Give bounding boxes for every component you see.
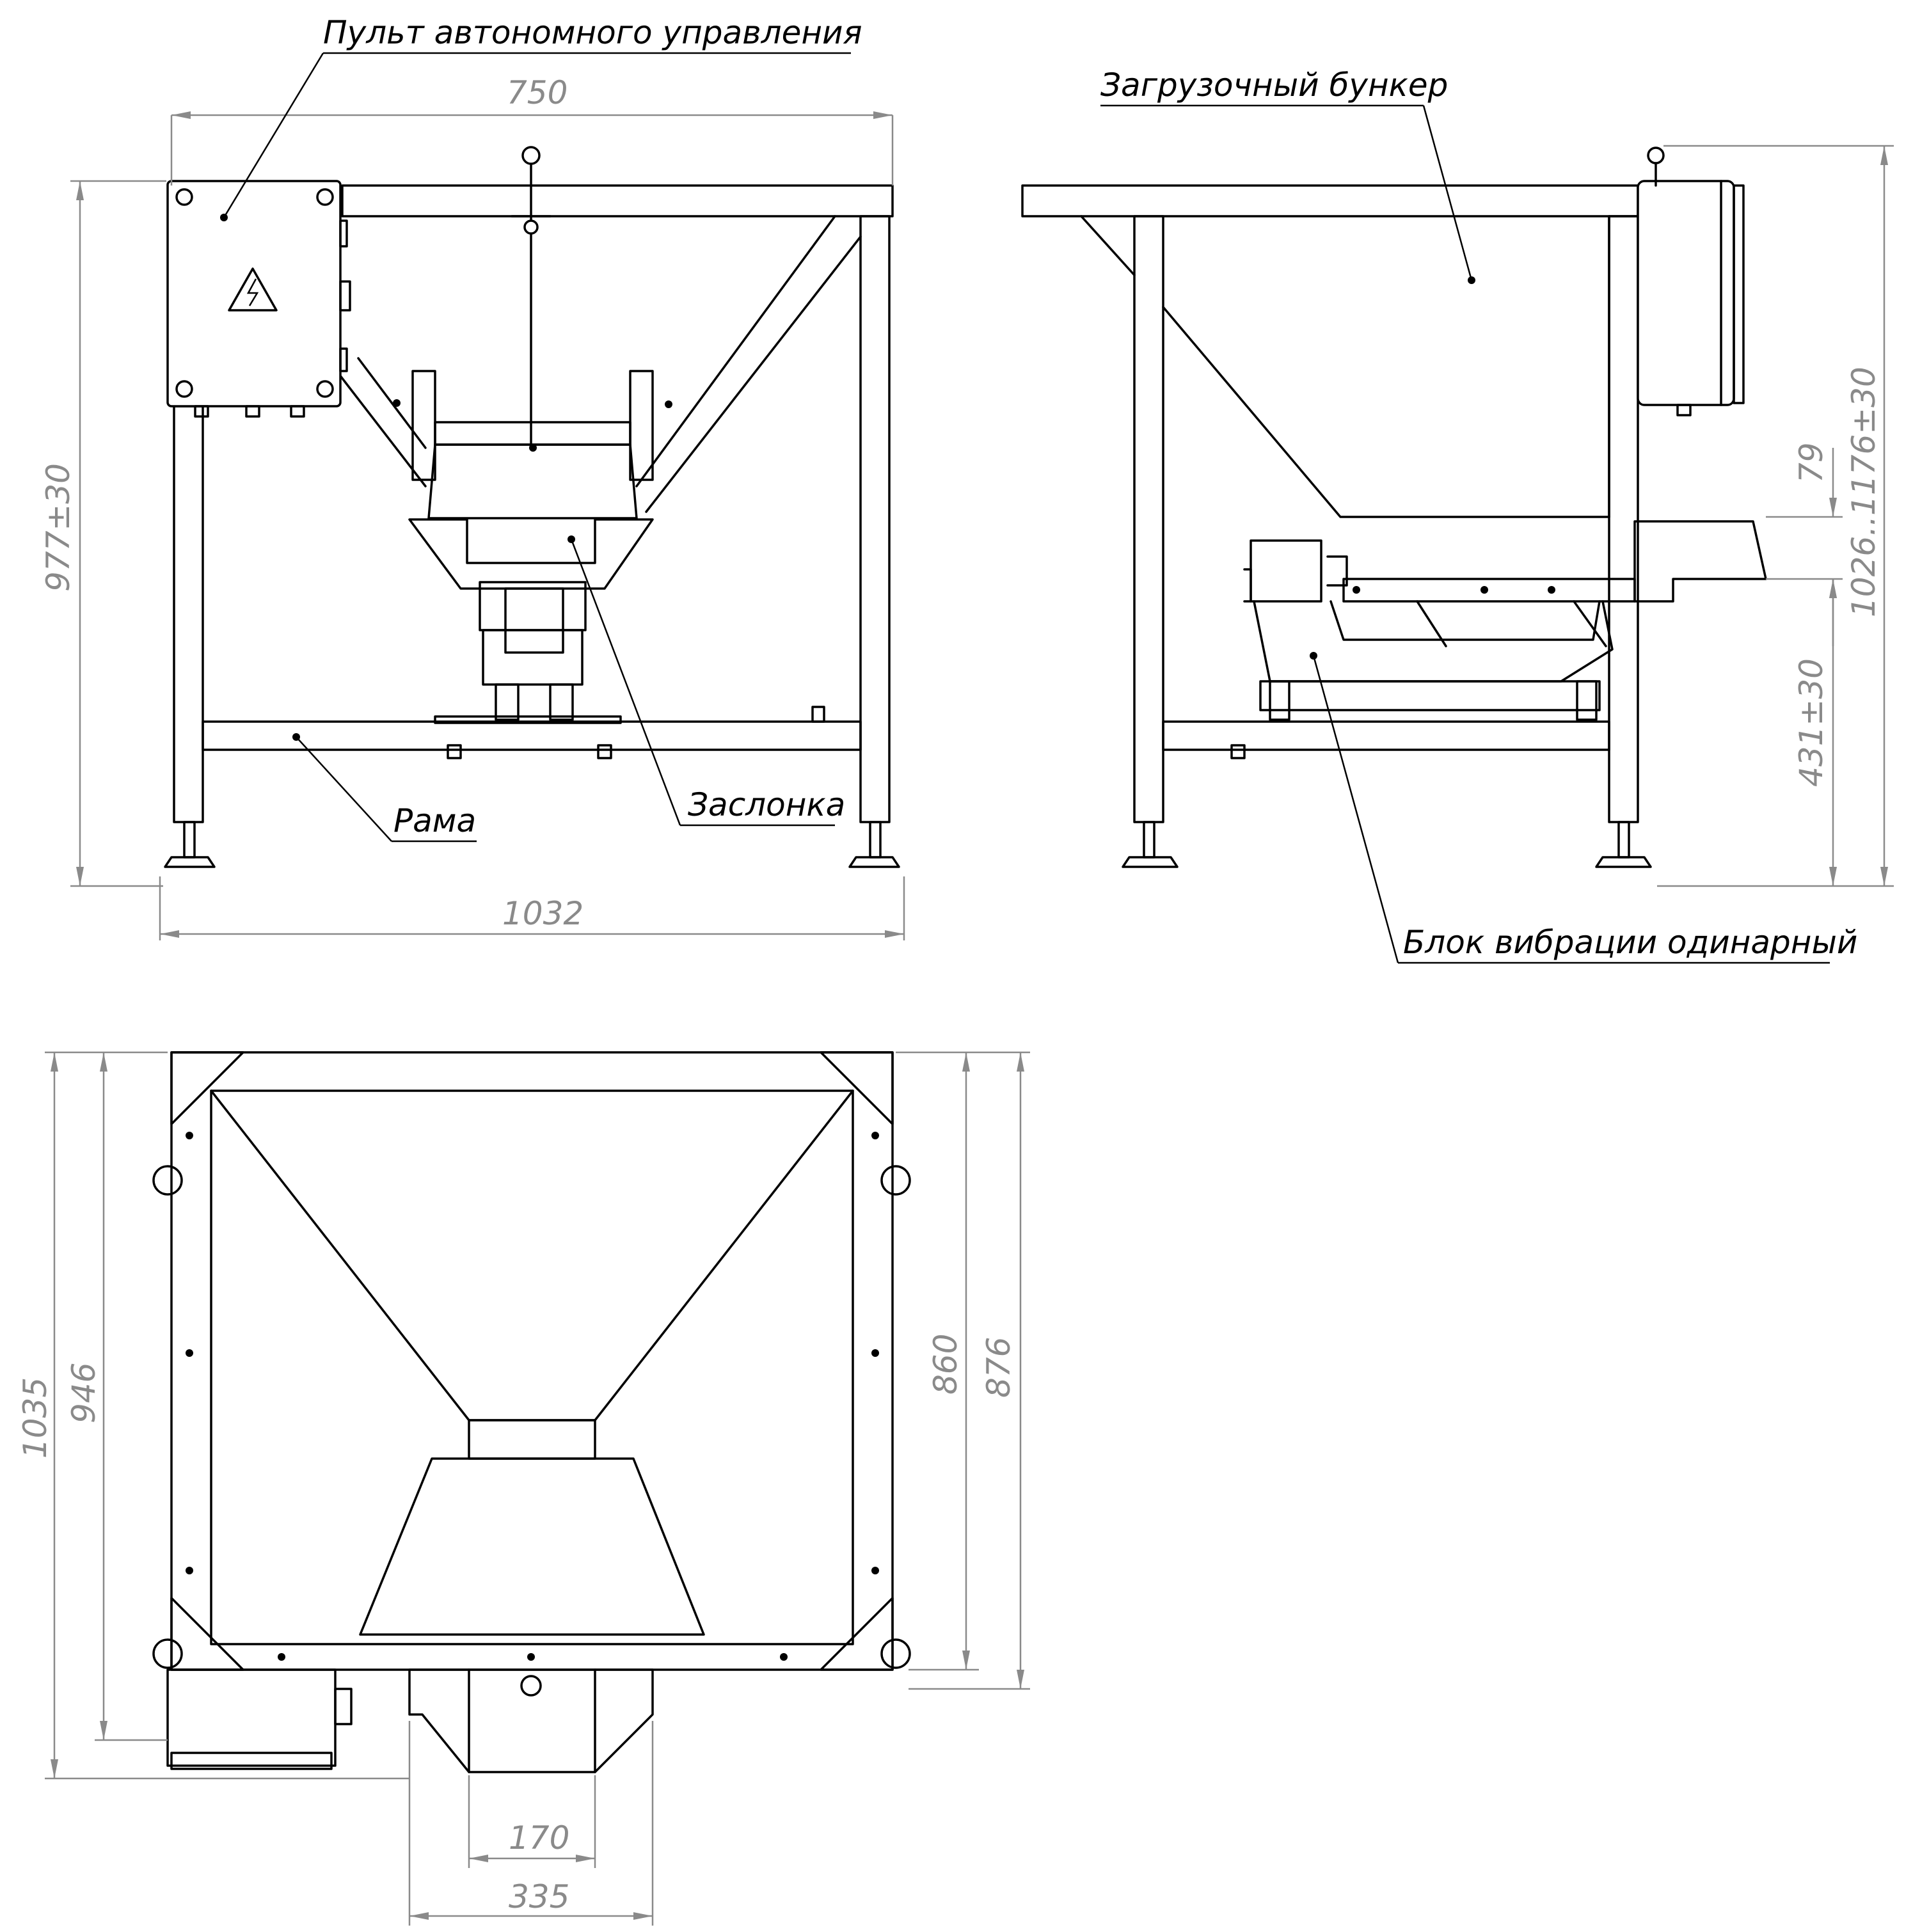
dim-750: 750 <box>507 74 568 111</box>
dim-170: 170 <box>509 1819 569 1857</box>
dim-1026-1176: 1026..1176±30 <box>1845 367 1882 617</box>
dim-79: 79 <box>1793 442 1830 483</box>
label-gate: Заслонка <box>688 786 845 823</box>
front-view <box>164 146 900 868</box>
dim-876: 876 <box>980 1337 1017 1398</box>
plan-view <box>152 1051 911 1773</box>
leader-labels: Пульт автономного управления Загрузочный… <box>223 14 1857 964</box>
high-voltage-warning-icon <box>228 267 278 312</box>
vibration-unit <box>1243 520 1767 721</box>
dim-335: 335 <box>509 1878 569 1915</box>
side-view <box>1021 146 1767 868</box>
dimensions: 750 1032 977±30 1026..1176±30 79 431±30 … <box>17 74 1894 1926</box>
label-frame: Рама <box>393 802 476 839</box>
dim-1032: 1032 <box>502 895 583 932</box>
label-vibration-unit: Блок вибрации одинарный <box>1403 924 1857 961</box>
dim-860: 860 <box>927 1334 964 1395</box>
dim-977: 977±30 <box>40 463 77 592</box>
label-control-panel: Пульт автономного управления <box>323 14 862 51</box>
dim-431: 431±30 <box>1793 658 1830 787</box>
control-panel <box>166 180 351 418</box>
dim-1035: 1035 <box>17 1377 54 1459</box>
dim-946: 946 <box>65 1363 102 1423</box>
label-hopper: Загрузочный бункер <box>1100 67 1448 104</box>
front-feet <box>164 821 900 868</box>
side-feet <box>1122 821 1652 868</box>
side-control-panel <box>1637 146 1745 416</box>
front-springs <box>495 683 574 721</box>
